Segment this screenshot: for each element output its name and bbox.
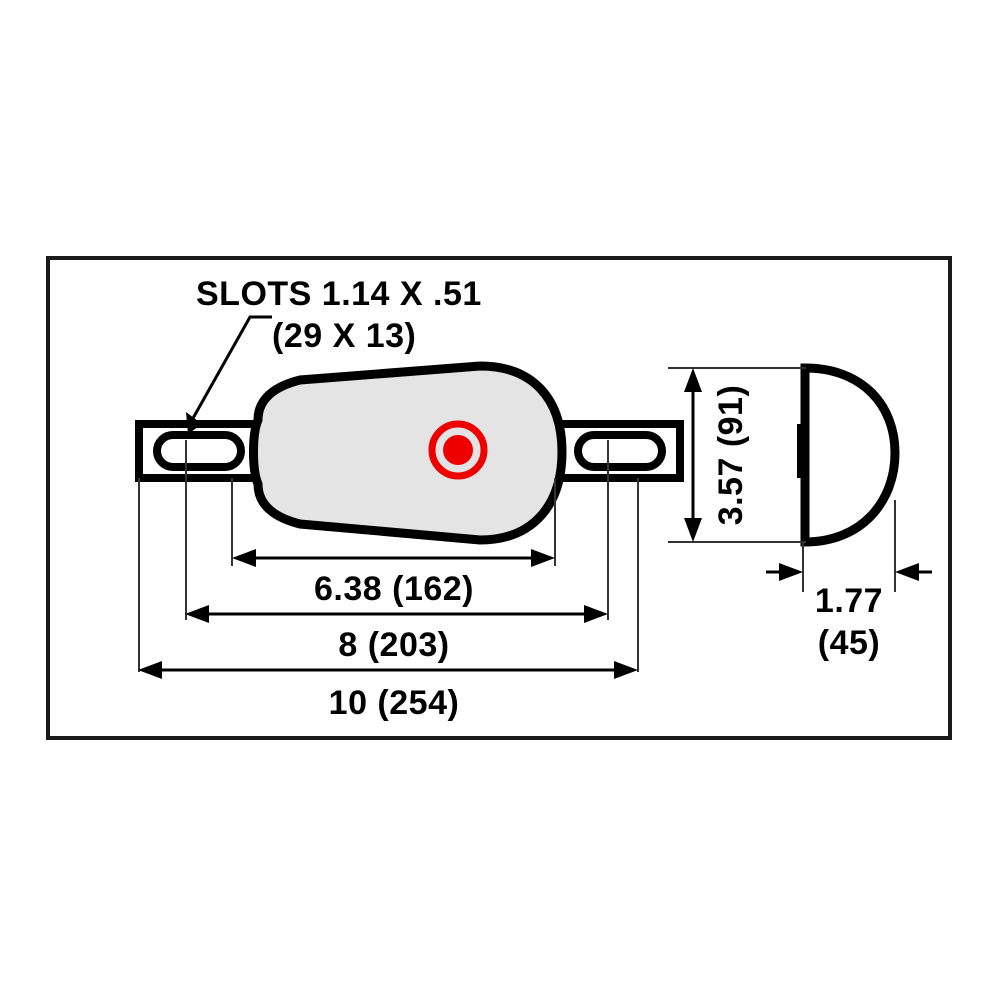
arrowhead-thickness-left [779,563,803,581]
dimension-body-length-label: 6.38 (162) [314,570,474,608]
dimension-overall-length-label: 10 (254) [329,684,460,722]
dimension-overall-length: 10 (254) [138,661,638,722]
arrowhead-thickness-right [895,563,919,581]
dimension-strap-span: 8 (203) [185,605,608,664]
anode-body-outline [249,361,567,545]
dimension-height-label: 3.57 (91) [712,385,750,526]
arrowhead-overall-right [614,661,638,679]
dimension-thickness-label-line-1: 1.77 [815,582,883,620]
arrowhead-body-right [531,549,555,567]
arrowhead-strap-right [584,605,608,623]
arrowhead-overall-left [138,661,162,679]
dimension-strap-span-label: 8 (203) [338,626,449,664]
slots-note-line-1: SLOTS 1.14 X .51 [196,275,482,313]
slots-leader-line [190,315,272,421]
anode-body-fill [253,366,562,540]
arrowhead-body-left [232,549,256,567]
dimension-thickness: 1.77 (45) [766,563,932,662]
arrowhead-height-bottom [684,518,702,542]
slots-note-line-2: (29 X 13) [272,317,416,355]
arrowhead-strap-left [185,605,209,623]
arrowhead-height-top [684,368,702,392]
dimension-height: 3.57 (91) [684,368,750,542]
drawing-frame-border [46,256,952,740]
dimension-thickness-label-line-2: (45) [818,624,880,662]
dimension-body-length: 6.38 (162) [232,549,555,608]
side-view-profile [797,363,900,547]
center-fastener-marker [428,420,488,480]
side-view-mounting-tab [797,424,809,478]
